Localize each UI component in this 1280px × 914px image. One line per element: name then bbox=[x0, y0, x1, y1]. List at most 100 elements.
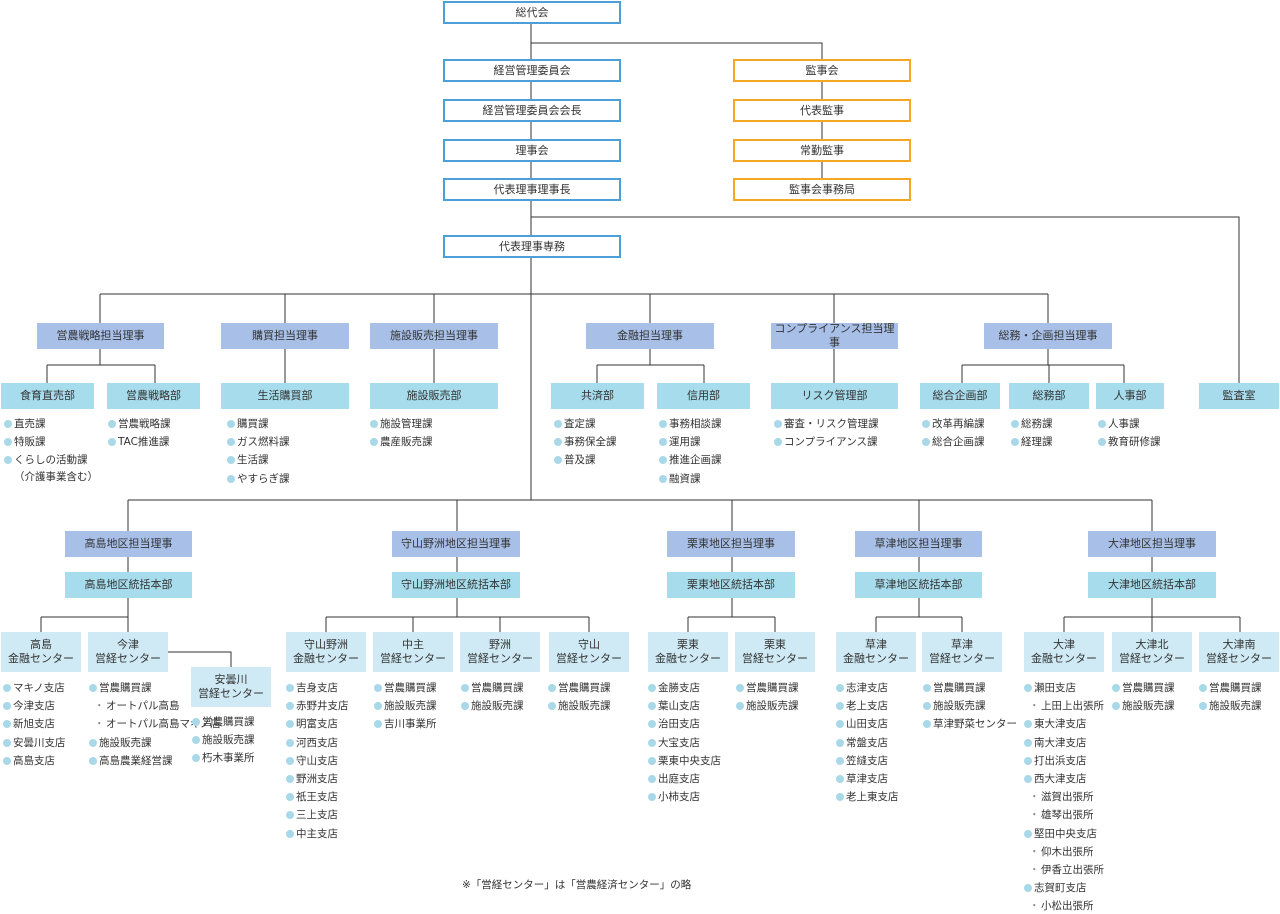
list-item: 生活課 bbox=[226, 451, 290, 469]
list-item: 施設販売課 bbox=[373, 697, 437, 715]
node-yasu-eikei: 野洲 営経センター bbox=[460, 632, 540, 672]
node-daihyo-rijicho: 代表理事理事長 bbox=[443, 178, 621, 201]
list-item: 経理課 bbox=[1010, 433, 1053, 451]
list-item: 祇王支店 bbox=[285, 788, 349, 806]
list-adogawa-list: 営農購買課施設販売課朽木事業所 bbox=[191, 713, 255, 768]
list-item: 守山支店 bbox=[285, 752, 349, 770]
list-item: 改革再編課 bbox=[921, 415, 985, 433]
node-takashima-kinyu: 高島 金融センター bbox=[1, 632, 81, 672]
list-item: コンプライアンス課 bbox=[773, 433, 879, 451]
node-sodaikai: 総代会 bbox=[443, 1, 621, 24]
list-item: 今津支店 bbox=[2, 697, 66, 715]
list-item: 営農購買課 bbox=[1198, 679, 1262, 697]
list-takashima-kinyu-list: マキノ支店今津支店新旭支店安曇川支店高島支店 bbox=[2, 679, 66, 770]
list-item: 小柿支店 bbox=[647, 788, 721, 806]
list-item: 三上支店 bbox=[285, 806, 349, 824]
list-somu-list: 総務課経理課 bbox=[1010, 415, 1053, 451]
node-otsu-riji: 大津地区担当理事 bbox=[1088, 531, 1216, 557]
list-item: 打出浜支店 bbox=[1023, 752, 1104, 770]
list-item: 葉山支店 bbox=[647, 697, 721, 715]
list-item: 高島支店 bbox=[2, 752, 66, 770]
list-item: マキノ支店 bbox=[2, 679, 66, 697]
list-item: 東大津支店 bbox=[1023, 715, 1104, 733]
list-item: 中主支店 bbox=[285, 825, 349, 843]
list-item: TAC推進課 bbox=[107, 433, 171, 451]
list-item: 新旭支店 bbox=[2, 715, 66, 733]
list-item: 志津支店 bbox=[835, 679, 899, 697]
list-item: 総務課 bbox=[1010, 415, 1053, 433]
list-subitem: 小松出張所 bbox=[1023, 897, 1104, 914]
list-item: 特販課 bbox=[3, 433, 98, 451]
list-subitem: オートパル高島 bbox=[88, 697, 221, 715]
list-rittou-kinyu-list: 金勝支店葉山支店治田支店大宝支店栗東中央支店出庭支店小柿支店 bbox=[647, 679, 721, 806]
list-seikatsu-list: 購買課ガス燃料課生活課やすらぎ課 bbox=[226, 415, 290, 488]
list-rittou-eikei-list: 営農購買課施設販売課 bbox=[735, 679, 799, 715]
list-item: 融資課 bbox=[658, 470, 722, 488]
list-item: 営農購買課 bbox=[735, 679, 799, 697]
list-item: 出庭支店 bbox=[647, 770, 721, 788]
node-kobai-riji: 購買担当理事 bbox=[221, 323, 349, 349]
list-item: 金勝支店 bbox=[647, 679, 721, 697]
list-item: 推進企画課 bbox=[658, 451, 722, 469]
node-takashima-riji: 高島地区担当理事 bbox=[65, 531, 192, 557]
node-somu-kikaku-riji: 総務・企画担当理事 bbox=[984, 323, 1112, 349]
list-item: 野洲支店 bbox=[285, 770, 349, 788]
list-item: 営農購買課 bbox=[547, 679, 611, 697]
node-shisetsu-hanbai: 施設販売部 bbox=[370, 383, 498, 409]
list-item: 施設販売課 bbox=[460, 697, 524, 715]
list-item: 明富支店 bbox=[285, 715, 349, 733]
node-rijikai: 理事会 bbox=[443, 139, 621, 162]
list-item: くらしの活動課 bbox=[3, 451, 98, 469]
node-otsu-kinyu: 大津 金融センター bbox=[1024, 632, 1104, 672]
list-kusatsu-kinyu-list: 志津支店老上支店山田支店常盤支店笠縫支店草津支店老上東支店 bbox=[835, 679, 899, 806]
node-kyosai: 共済部 bbox=[551, 383, 644, 409]
node-kusatsu-honbu: 草津地区統括本部 bbox=[855, 572, 982, 598]
list-subitem: 仰木出張所 bbox=[1023, 843, 1104, 861]
list-item: 西大津支店 bbox=[1023, 770, 1104, 788]
list-item: 志賀町支店 bbox=[1023, 879, 1104, 897]
list-item: やすらぎ課 bbox=[226, 470, 290, 488]
list-otsukita-list: 営農購買課施設販売課 bbox=[1111, 679, 1175, 715]
list-item: 査定課 bbox=[553, 415, 617, 433]
list-item: 営農購買課 bbox=[88, 679, 221, 697]
list-item: 山田支店 bbox=[835, 715, 899, 733]
list-item: 営農購買課 bbox=[460, 679, 524, 697]
list-item: 施設販売課 bbox=[547, 697, 611, 715]
list-moriyama-list: 営農購買課施設販売課 bbox=[547, 679, 611, 715]
node-rittou-honbu: 栗東地区統括本部 bbox=[667, 572, 795, 598]
node-kusatsu-kinyu: 草津 金融センター bbox=[836, 632, 916, 672]
node-rittou-eikei: 栗東 営経センター bbox=[735, 632, 815, 672]
node-einou-senryaku-bu: 営農戦略部 bbox=[107, 383, 200, 409]
node-daihyo-senmu: 代表理事専務 bbox=[443, 235, 621, 258]
list-item: 事務相談課 bbox=[658, 415, 722, 433]
list-item: 施設販売課 bbox=[191, 731, 255, 749]
list-item: 普及課 bbox=[553, 451, 617, 469]
list-item: 草津野菜センター bbox=[922, 715, 1017, 733]
list-item: 朽木事業所 bbox=[191, 749, 255, 767]
node-somu: 総務部 bbox=[1009, 383, 1089, 409]
list-subitem: 滋賀出張所 bbox=[1023, 788, 1104, 806]
node-keiei-iinkai-kaicho: 経営管理委員会会長 bbox=[443, 99, 621, 122]
list-item: 瀬田支店 bbox=[1023, 679, 1104, 697]
list-item: 教育研修課 bbox=[1097, 433, 1161, 451]
list-item: 営農購買課 bbox=[191, 713, 255, 731]
list-subitem: 上田上出張所 bbox=[1023, 697, 1104, 715]
list-shokuiku-list: 直売課特販課くらしの活動課（介護事業含む） bbox=[3, 415, 98, 484]
node-kanjikai: 監事会 bbox=[733, 59, 911, 82]
list-risk-list: 審査・リスク管理課コンプライアンス課 bbox=[773, 415, 879, 451]
list-item: 営農購買課 bbox=[922, 679, 1017, 697]
node-moriyamayasu-kinyu: 守山野洲 金融センター bbox=[286, 632, 366, 672]
list-yasu-list: 営農購買課施設販売課 bbox=[460, 679, 524, 715]
list-item: 安曇川支店 bbox=[2, 734, 66, 752]
list-item: 運用課 bbox=[658, 433, 722, 451]
list-item: 農産販売課 bbox=[369, 433, 433, 451]
node-rittou-riji: 栗東地区担当理事 bbox=[667, 531, 795, 557]
list-item: 老上支店 bbox=[835, 697, 899, 715]
list-item: 購買課 bbox=[226, 415, 290, 433]
list-sogo-list: 改革再編課総合企画課 bbox=[921, 415, 985, 451]
node-kinyu-riji: 金融担当理事 bbox=[586, 323, 714, 349]
node-einou-senryaku-riji: 営農戦略担当理事 bbox=[37, 323, 164, 349]
list-item: 施設管理課 bbox=[369, 415, 433, 433]
list-item: 常盤支店 bbox=[835, 734, 899, 752]
list-item: 総合企画課 bbox=[921, 433, 985, 451]
